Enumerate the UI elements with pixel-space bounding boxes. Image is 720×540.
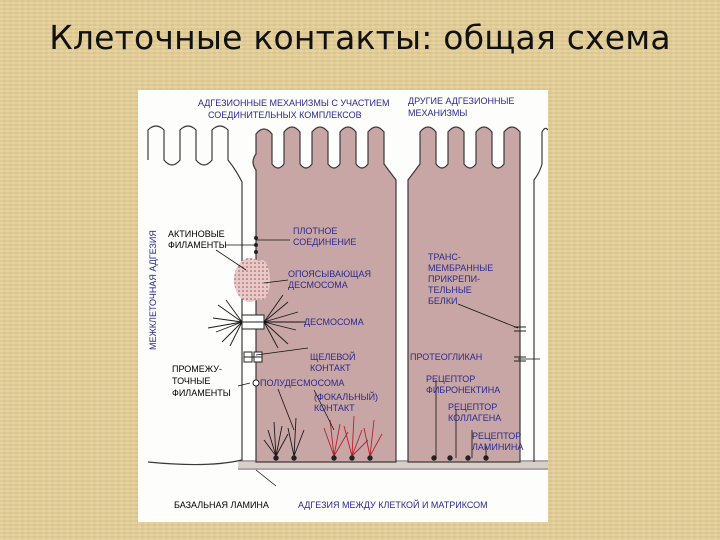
basal-lamina-label: БАЗАЛЬНАЯ ЛАМИНА <box>174 500 269 510</box>
laminin-label-1: РЕЦЕПТОР <box>472 431 521 441</box>
focal-label-2: КОНТАКТ <box>314 403 355 413</box>
transmembrane-label-3: ПРИКРЕПИ- <box>428 274 480 284</box>
basal-lamina-band <box>238 462 548 468</box>
left-cell-outline <box>147 125 243 466</box>
transmembrane-label-1: ТРАНС- <box>428 252 461 262</box>
fibronectin-label-2: ФИБРОНЕКТИНА <box>426 385 500 395</box>
desmosome-label: ДЕСМОСОМА <box>304 317 364 327</box>
laminin-label-2: ЛАМИНИНА <box>472 442 523 452</box>
cell-junctions-diagram: АДГЕЗИОННЫЕ МЕХАНИЗМЫ С УЧАСТИЕМ СОЕДИНИ… <box>138 90 548 522</box>
tight-label-2: СОЕДИНЕНИЕ <box>293 237 356 247</box>
hemidesmosome-label: ПОЛУДЕСМОСОМА <box>260 378 344 388</box>
vertical-label: МЕЖКЛЕТОЧНАЯ АДГЕЗИЯ <box>148 230 158 350</box>
adherens-label-2: ДЕСМОСОМА <box>288 280 348 290</box>
header-right-line2: МЕХАНИЗМЫ <box>408 108 467 118</box>
intermediate-label-3: ФИЛАМЕНТЫ <box>172 388 231 398</box>
diagram-svg: АДГЕЗИОННЫЕ МЕХАНИЗМЫ С УЧАСТИЕМ СОЕДИНИ… <box>147 96 548 510</box>
tight-label-1: ПЛОТНОЕ <box>293 226 337 236</box>
header-left-line2: СОЕДИНИТЕЛЬНЫХ КОМПЛЕКСОВ <box>208 110 362 120</box>
actin-label-2: ФИЛАМЕНТЫ <box>168 240 227 250</box>
actin-label-1: АКТИНОВЫЕ <box>168 229 225 239</box>
collagen-label-2: КОЛЛАГЕНА <box>448 413 501 423</box>
right-cell-outline <box>533 127 548 462</box>
intermediate-label-2: ТОЧНЫЕ <box>172 376 210 386</box>
matrix-adhesion-label: АДГЕЗИЯ МЕЖДУ КЛЕТКОЙ И МАТРИКСОМ <box>298 499 488 510</box>
intermediate-label-1: ПРОМЕЖУ- <box>172 364 222 374</box>
hemidesmosome-filaments <box>263 417 305 457</box>
transmembrane-label-5: БЕЛКИ <box>428 296 458 306</box>
right-cell <box>407 126 521 463</box>
slide-title: Клеточные контакты: общая схема <box>49 18 671 57</box>
gap-label-2: КОНТАКТ <box>310 363 351 373</box>
intermediate-filaments <box>207 294 306 349</box>
leader-lines <box>215 239 540 487</box>
proteoglycan-label: ПРОТЕОГЛИКАН <box>410 352 482 362</box>
header-right-line1: ДРУГИЕ АДГЕЗИОННЫЕ <box>408 96 514 106</box>
focal-label-1: (ФОКАЛЬНЫЙ) <box>314 391 378 402</box>
transmembrane-label-4: ТЕЛЬНЫЕ <box>428 285 472 295</box>
transmembrane-label-2: МЕМБРАННЫЕ <box>428 263 493 273</box>
gap-junction <box>243 351 263 363</box>
left-cell <box>252 126 397 463</box>
header-left-line1: АДГЕЗИОННЫЕ МЕХАНИЗМЫ С УЧАСТИЕМ <box>198 98 390 108</box>
basal-receptors <box>273 455 489 461</box>
collagen-label-1: РЕЦЕПТОР <box>448 402 497 412</box>
adherens-label-1: ОПОЯСЫВАЮЩАЯ <box>288 269 371 279</box>
gap-label-1: ЩЕЛЕВОЙ <box>310 351 356 362</box>
focal-contact-filaments <box>323 415 383 457</box>
adherens-belt-right <box>254 260 270 300</box>
fibronectin-label-1: РЕЦЕПТОР <box>426 374 475 384</box>
